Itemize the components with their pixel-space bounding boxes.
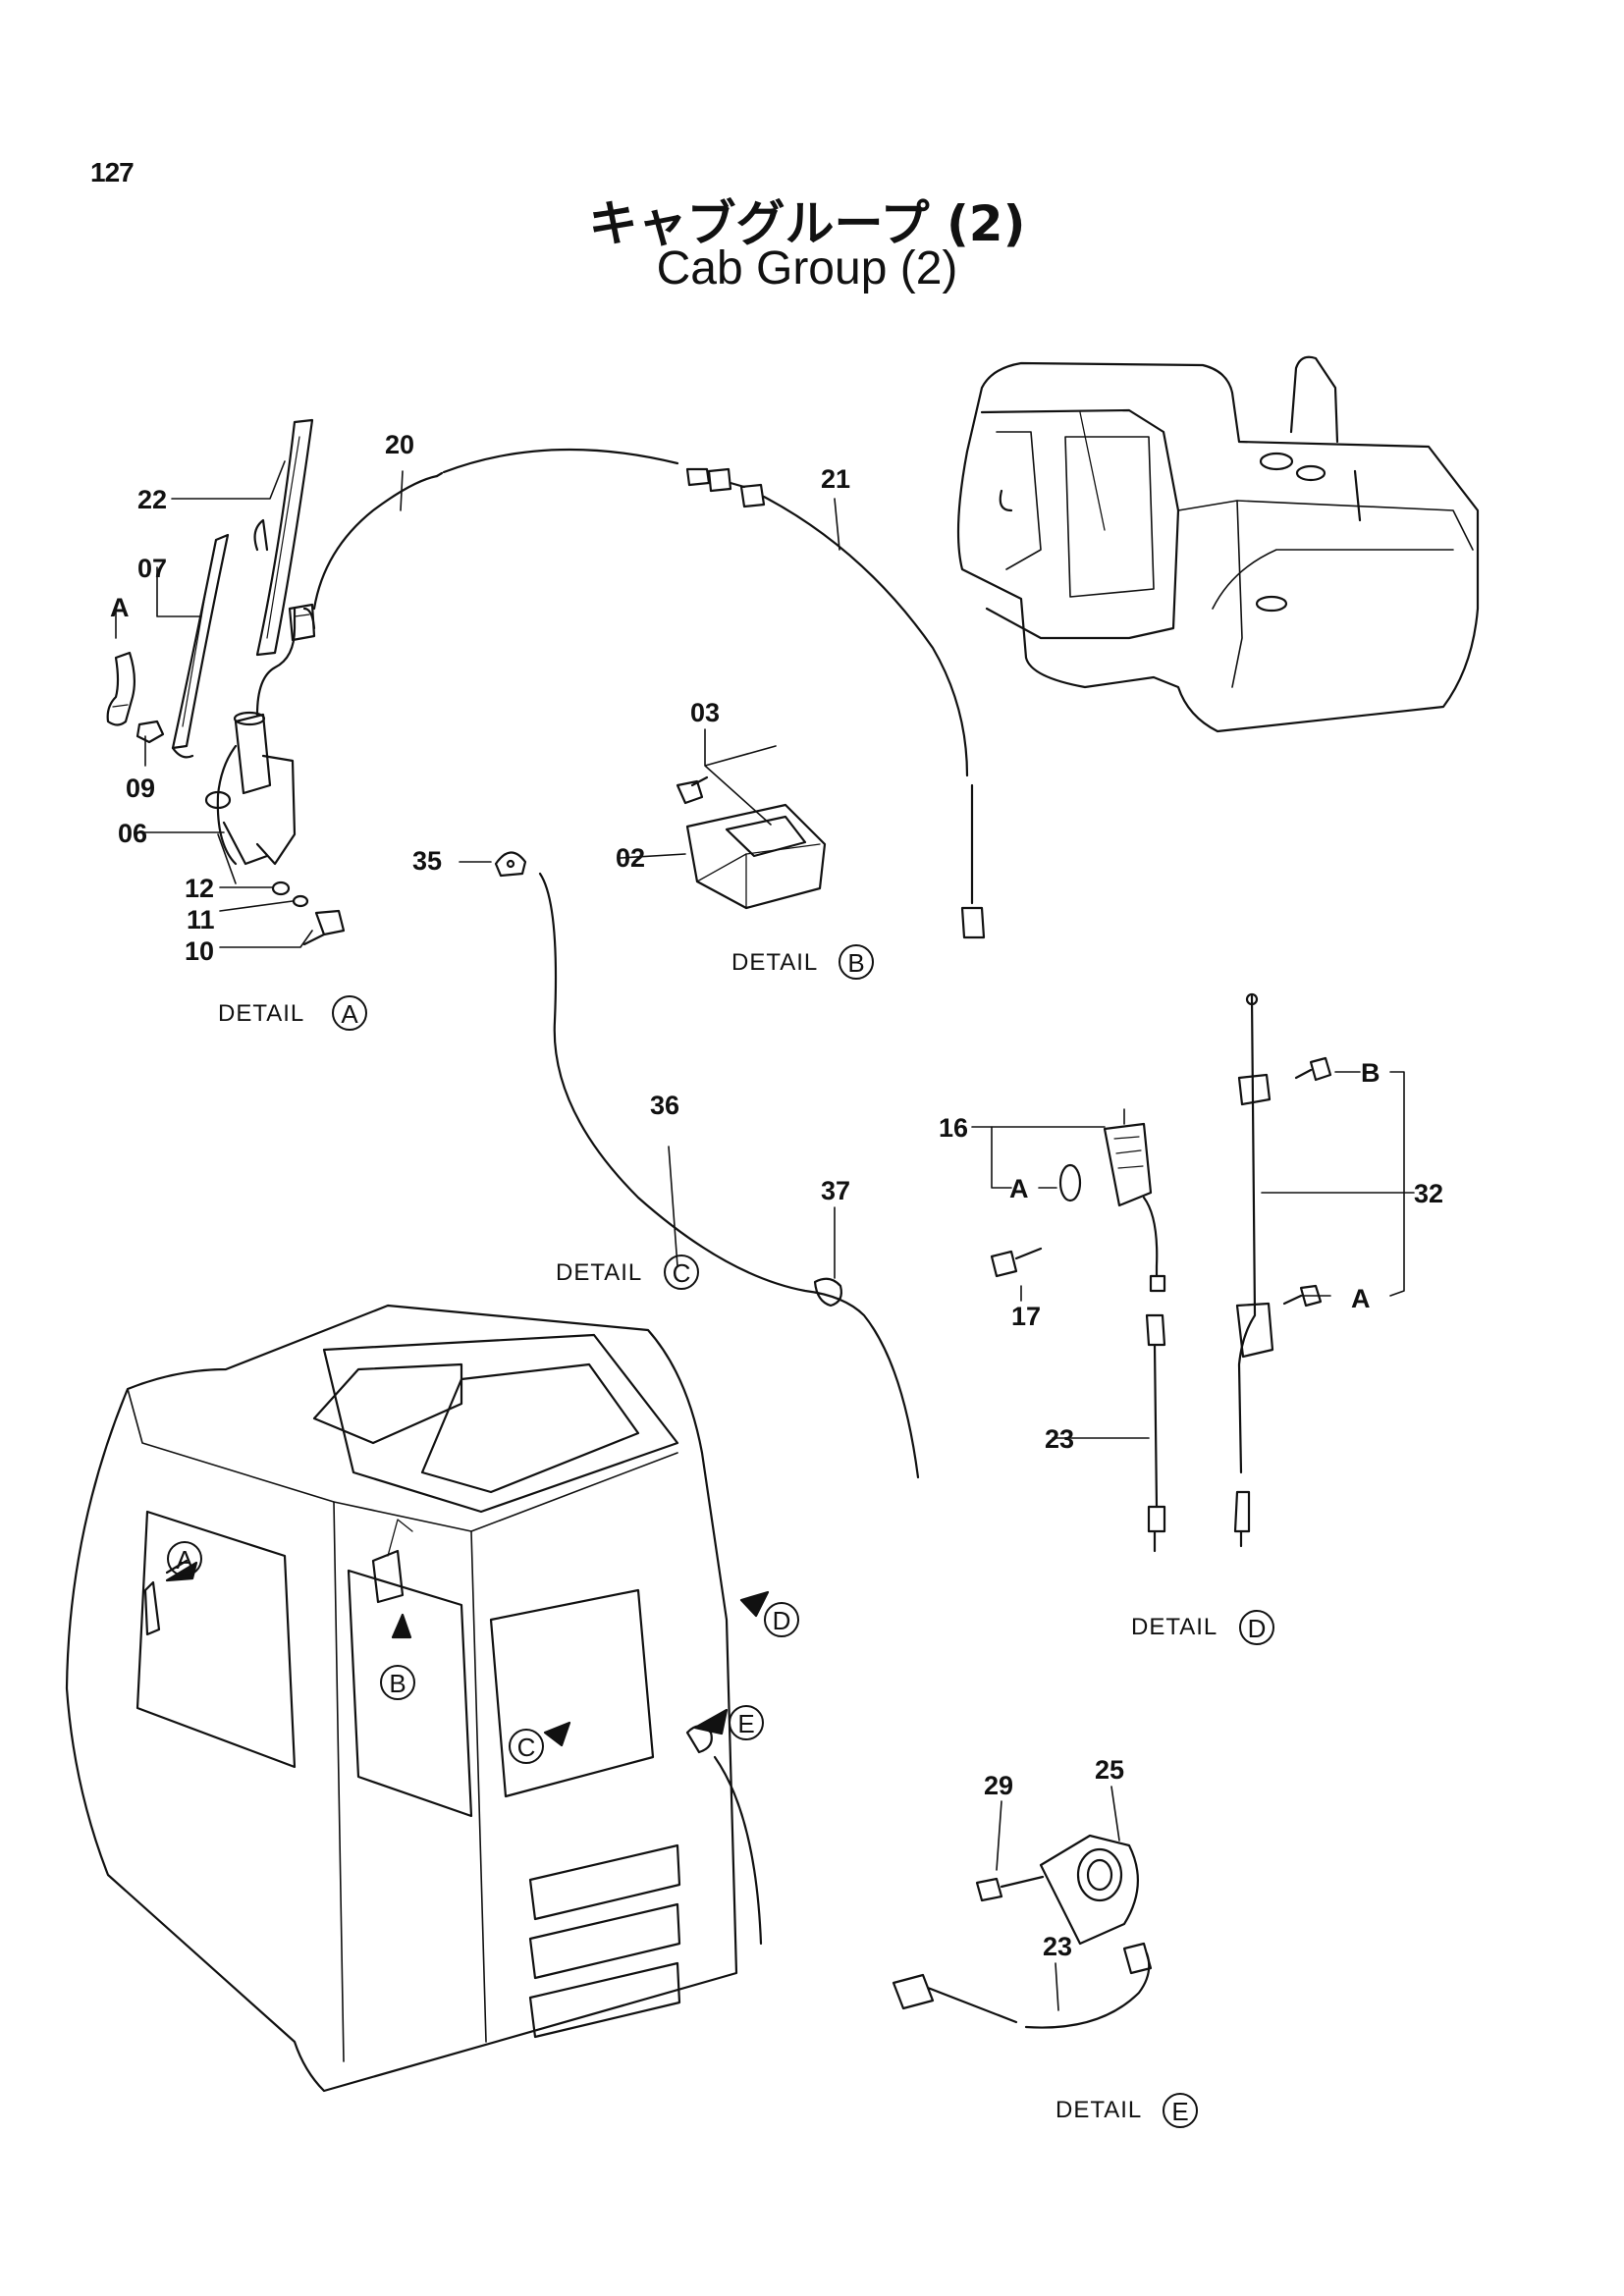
svg-text:D: D (1248, 1614, 1267, 1643)
detail-b-lamp-group (676, 775, 827, 910)
cable-36 (538, 872, 920, 1479)
label-10: 10 (185, 936, 214, 966)
bolt-b (1294, 1056, 1332, 1082)
cab-drawing (65, 1304, 763, 2093)
svg-text:C: C (517, 1733, 536, 1762)
label-07-ref-a: A (110, 593, 130, 622)
svg-text:C: C (673, 1258, 691, 1288)
harness-23 (892, 1951, 1151, 2029)
room-lamp-16 (1103, 1122, 1153, 1207)
cab-callout-arrows (165, 1559, 770, 1747)
harness-20 (312, 474, 439, 611)
bolt-10 (302, 909, 346, 946)
label-29: 29 (984, 1771, 1013, 1800)
leader-lines (115, 460, 1415, 2011)
screw-29 (975, 1875, 1045, 1902)
wiper-blade-08 (255, 418, 314, 657)
detail-e-label: DETAIL E (1056, 2093, 1198, 2128)
title-english: Cab Group (2) (656, 242, 958, 294)
label-17: 17 (1011, 1302, 1041, 1331)
label-16-ref-a: A (1009, 1174, 1029, 1203)
detail-labels: DETAIL A DETAIL B DETAIL C DETAIL D DETA… (218, 944, 1274, 2128)
label-35: 35 (412, 846, 442, 876)
label-12: 12 (185, 874, 214, 903)
harness-22 (1145, 1313, 1166, 1509)
svg-text:DETAIL: DETAIL (556, 1259, 642, 1286)
svg-text:DETAIL: DETAIL (731, 949, 818, 976)
label-03: 03 (690, 698, 720, 727)
label-20: 20 (385, 430, 414, 459)
grommet-37 (813, 1277, 842, 1308)
clip-a (106, 651, 136, 726)
label-32-ref-b: B (1361, 1058, 1380, 1088)
label-21: 21 (821, 464, 850, 494)
svg-text:A: A (341, 999, 358, 1029)
label-11: 11 (187, 905, 215, 934)
cab-callout-a: A (167, 1541, 202, 1576)
page-number: 127 (90, 157, 135, 187)
bolt-03 (676, 775, 709, 805)
motor-connector (288, 603, 316, 642)
label-23: 23 (1043, 1932, 1072, 1961)
detail-b-label: DETAIL B (731, 944, 874, 980)
label-09: 09 (126, 774, 155, 803)
svg-text:DETAIL: DETAIL (1131, 1614, 1218, 1640)
part-number-labels: 22 07 A 09 06 12 11 10 20 21 03 02 35 36… (110, 430, 1443, 1961)
cab-callout-e: E (729, 1705, 764, 1740)
svg-text:E: E (1171, 2097, 1188, 2126)
label-06: 06 (118, 819, 147, 848)
svg-text:B: B (847, 948, 864, 978)
svg-text:A: A (176, 1545, 193, 1575)
detail-c-label: DETAIL C (556, 1255, 699, 1290)
svg-text:DETAIL: DETAIL (218, 1000, 304, 1027)
bolt-a (1282, 1284, 1323, 1308)
label-16: 16 (939, 1113, 968, 1143)
machine-overview (956, 355, 1480, 733)
svg-text:B: B (389, 1669, 406, 1698)
svg-text:DETAIL: DETAIL (1056, 2097, 1142, 2123)
bulb (1058, 1163, 1082, 1202)
wiper-motor-06 (234, 713, 272, 795)
screw-17 (990, 1247, 1043, 1278)
label-02: 02 (616, 843, 645, 873)
washer-12 (271, 881, 291, 896)
detail-e-speaker-group (892, 1834, 1153, 2029)
label-22: 23 (1045, 1424, 1074, 1454)
cab-callout-c: C (509, 1729, 544, 1764)
label-36: 36 (650, 1091, 679, 1120)
washer-11 (292, 894, 309, 908)
harness-20-21 (302, 448, 986, 939)
cab-circled-callouts: A B C D E (167, 1541, 799, 1764)
svg-text:E: E (737, 1709, 754, 1738)
nut-09 (135, 720, 165, 744)
label-25: 25 (1095, 1755, 1124, 1785)
speaker-25 (1039, 1834, 1139, 1946)
label-32: 32 (1414, 1179, 1443, 1208)
harness-21 (739, 483, 969, 777)
label-37: 37 (821, 1176, 850, 1205)
label-08: 22 (137, 485, 167, 514)
label-32-ref-a: A (1351, 1284, 1371, 1313)
detail-d-label: DETAIL D (1131, 1610, 1274, 1645)
detail-a-label: DETAIL A (218, 995, 367, 1031)
label-07: 07 (137, 554, 167, 583)
svg-text:D: D (773, 1606, 791, 1635)
title-japanese: キャブグループ (2) (588, 195, 1026, 252)
detail-c-antenna-group (494, 851, 920, 1479)
wiper-arm-07 (171, 533, 230, 750)
detail-d-group (990, 992, 1332, 1553)
antenna-32 (1237, 994, 1257, 1474)
grommet-35 (494, 851, 527, 878)
detail-a-wiper-group (106, 418, 346, 946)
cab-callout-b: B (380, 1665, 415, 1700)
cab-callout-d: D (764, 1602, 799, 1637)
